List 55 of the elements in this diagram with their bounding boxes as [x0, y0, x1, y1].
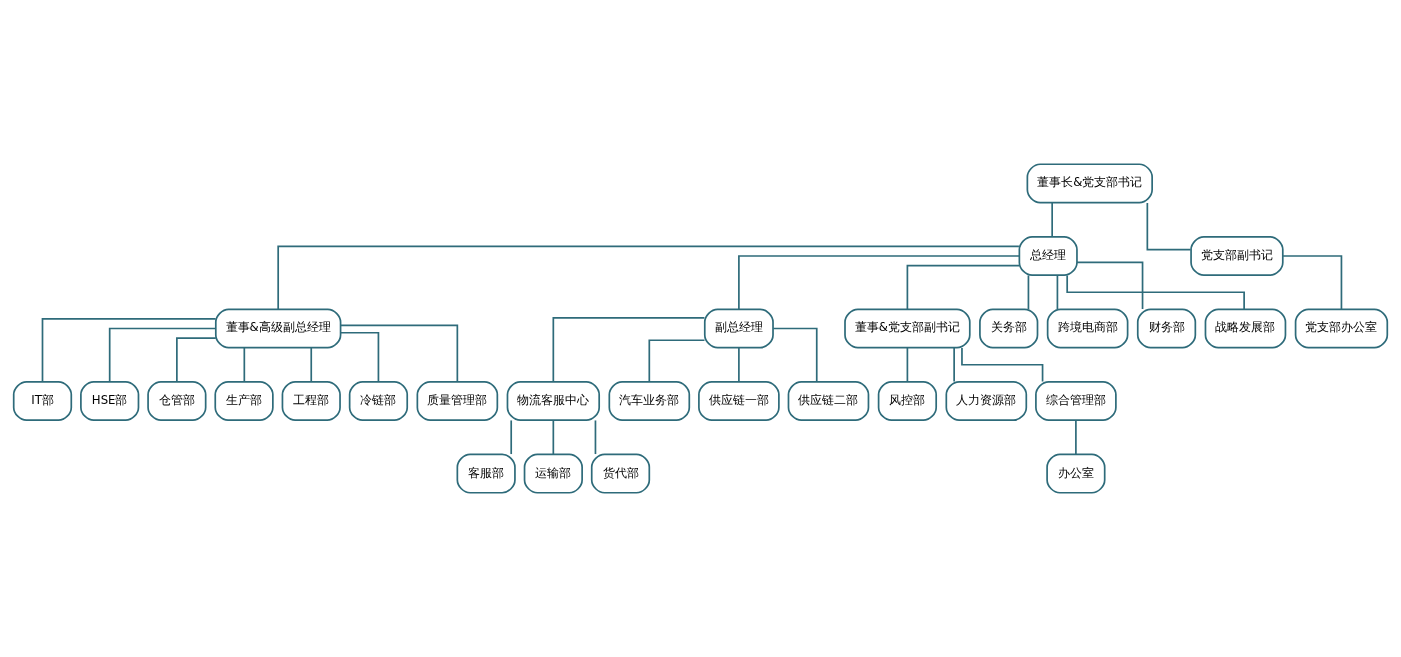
connector: [1056, 274, 1059, 310]
node-box: IT部: [12, 380, 73, 422]
connector: [340, 324, 459, 383]
node-box: 办公室: [1046, 453, 1106, 494]
node-box: 生产部: [214, 380, 274, 422]
node-box: 董事&党支部副书记: [844, 308, 971, 349]
connector: [277, 245, 1020, 310]
node-box: 质量管理部: [416, 380, 499, 422]
node-box: 财务部: [1136, 308, 1197, 349]
node-box: 董事&高级副总经理: [214, 308, 342, 349]
node-box: 党支部副书记: [1190, 235, 1284, 277]
node-box: 董事长&党支部书记: [1026, 163, 1153, 204]
connector: [552, 317, 706, 383]
connector: [953, 347, 955, 383]
connector: [906, 264, 1021, 311]
connector: [1076, 261, 1144, 310]
node-box: HSE部: [80, 380, 140, 422]
connector: [738, 255, 1021, 310]
connector: [41, 318, 217, 383]
node-box: 冷链部: [348, 380, 409, 422]
node-box: 党支部办公室: [1294, 308, 1389, 349]
node-box: 关务部: [979, 308, 1039, 349]
node-box: 仓管部: [147, 380, 207, 422]
connector: [339, 331, 380, 383]
connector: [552, 419, 555, 455]
node-box: 人力资源部: [945, 380, 1028, 422]
connector: [1051, 202, 1053, 238]
connector: [772, 327, 818, 383]
connector: [1282, 255, 1343, 310]
connector: [108, 327, 217, 383]
node-box: 总经理: [1018, 235, 1078, 277]
connector: [738, 347, 740, 383]
node-box: 运输部: [523, 453, 583, 494]
connector: [510, 419, 513, 455]
connector: [594, 419, 597, 455]
node-box: 供应链二部: [787, 380, 870, 422]
node-box: 物流客服中心: [506, 380, 601, 422]
connector: [1146, 202, 1192, 251]
node-box: 风控部: [877, 380, 938, 422]
node-box: 跨境电商部: [1046, 308, 1129, 349]
connector: [243, 347, 246, 383]
node-box: 副总经理: [703, 308, 774, 349]
node-box: 综合管理部: [1035, 380, 1117, 422]
node-box: 供应链一部: [698, 380, 780, 422]
node-box: 战略发展部: [1204, 308, 1287, 349]
node-box: 汽车业务部: [608, 380, 691, 422]
connector: [648, 339, 706, 383]
node-box: 货代部: [590, 453, 651, 494]
connector: [310, 347, 313, 383]
connector: [906, 347, 909, 383]
connector: [176, 337, 217, 383]
connector: [1027, 274, 1030, 310]
node-box: 客服部: [456, 453, 516, 494]
node-box: 工程部: [281, 380, 341, 422]
connector: [1075, 419, 1077, 455]
